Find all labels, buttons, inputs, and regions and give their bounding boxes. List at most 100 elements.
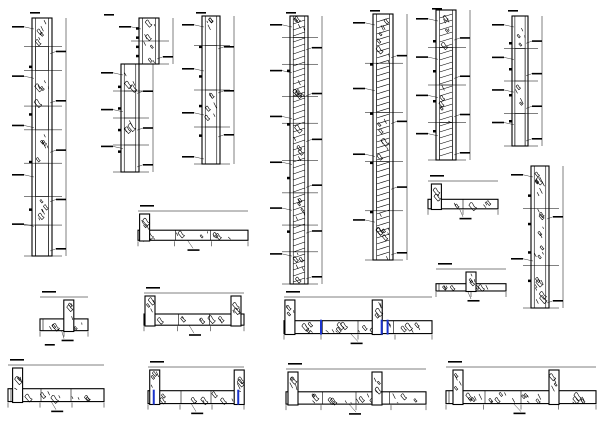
annotation-text: [459, 217, 472, 220]
hatch-stroke: [454, 375, 458, 381]
stone-pattern: [33, 99, 42, 109]
section-hatch: [439, 91, 453, 97]
leader-line: [281, 162, 293, 165]
hatch-stroke: [37, 85, 41, 90]
hatch-stroke: [325, 329, 329, 333]
elevation-7: [416, 9, 471, 161]
section-hatch: [376, 155, 390, 161]
leader-line: [348, 403, 357, 413]
leader-line: [364, 88, 376, 91]
hatch-stroke: [295, 384, 298, 391]
hatch-stroke: [302, 93, 305, 97]
leader-line: [49, 248, 57, 252]
marker: [118, 85, 121, 89]
pier: [230, 295, 242, 327]
stone-pattern: [376, 38, 382, 44]
hatch-stroke: [312, 400, 316, 404]
section-hatch: [293, 217, 305, 223]
section-hatch: [293, 127, 305, 133]
hatch-stroke: [150, 308, 153, 313]
hatch-stroke: [295, 216, 298, 221]
hatch-stroke: [202, 399, 205, 403]
section-hatch: [439, 79, 453, 85]
section-hatch: [293, 229, 305, 235]
stone-pattern: [539, 245, 545, 251]
hatch-stroke: [289, 382, 293, 389]
hatch-stroke: [213, 102, 217, 109]
blue-connector: [237, 389, 240, 405]
stone-pattern: [362, 325, 368, 332]
hatch-stroke: [71, 396, 74, 400]
marker: [370, 161, 373, 165]
annotation-text: [196, 12, 206, 14]
hatch-stroke: [473, 395, 477, 401]
hatch-stroke: [484, 201, 488, 206]
marker: [29, 208, 32, 211]
section-hatch: [439, 67, 453, 73]
hatch-stroke: [504, 392, 507, 396]
stone-pattern: [471, 397, 476, 403]
section-hatch: [376, 41, 390, 47]
leader-line: [525, 106, 533, 109]
stone-pattern: [156, 317, 164, 325]
stone-pattern: [449, 285, 456, 292]
elevation-3: [119, 17, 174, 65]
leader-line: [503, 89, 515, 93]
stone-pattern: [209, 92, 215, 99]
section-hatch: [439, 145, 453, 151]
leader-line: [453, 152, 461, 156]
stone-pattern: [494, 397, 501, 404]
stone-pattern: [161, 393, 166, 399]
hatch-stroke: [358, 330, 360, 333]
hatch-stroke: [38, 217, 41, 221]
section-hatch: [376, 245, 390, 251]
hatch-stroke: [536, 192, 540, 197]
hatch-stroke: [239, 308, 241, 315]
annotation-text: [56, 100, 66, 102]
stone-pattern: [296, 145, 302, 151]
stone-pattern: [534, 171, 540, 178]
annotation-text: [12, 124, 24, 127]
pier: [63, 299, 75, 333]
stone-pattern: [442, 285, 447, 291]
stone-pattern: [377, 380, 381, 385]
section-hatch: [376, 77, 390, 83]
annotation-text: [349, 413, 361, 415]
hatch-stroke: [535, 299, 539, 304]
hatch-stroke: [297, 80, 301, 86]
annotation-text: [101, 108, 113, 111]
stone-pattern: [212, 232, 219, 239]
hatch-stroke: [366, 393, 370, 398]
marker: [199, 75, 202, 78]
leader-line: [305, 139, 313, 142]
hatch-stroke: [43, 143, 47, 149]
marker: [509, 94, 512, 97]
stone-pattern: [50, 394, 59, 404]
hatch-stroke: [231, 398, 234, 402]
hatch-stroke: [124, 127, 127, 133]
hatch-stroke: [378, 302, 382, 308]
section-hatch: [376, 221, 390, 227]
annotation-text: [353, 22, 365, 24]
hatch-stroke: [553, 378, 557, 384]
hatch-stroke: [515, 89, 518, 94]
stone-pattern: [516, 34, 521, 39]
hatch-stroke: [520, 98, 524, 105]
hatch-stroke: [331, 329, 335, 333]
stone-pattern: [208, 17, 214, 24]
leader-line: [281, 253, 293, 257]
marker: [136, 36, 139, 39]
section-hatch: [376, 131, 390, 137]
leader-line: [427, 95, 439, 98]
annotation-text: [182, 156, 194, 158]
annotation-text: [150, 361, 164, 363]
annotation-text: [492, 121, 504, 124]
marker: [29, 113, 32, 116]
leader-line: [305, 47, 313, 51]
annotation-text: [370, 10, 380, 12]
leader-line: [191, 403, 197, 412]
section-hatch: [439, 133, 453, 139]
leader-line: [427, 18, 439, 22]
section-hatch: [376, 227, 390, 233]
marker: [528, 194, 531, 197]
